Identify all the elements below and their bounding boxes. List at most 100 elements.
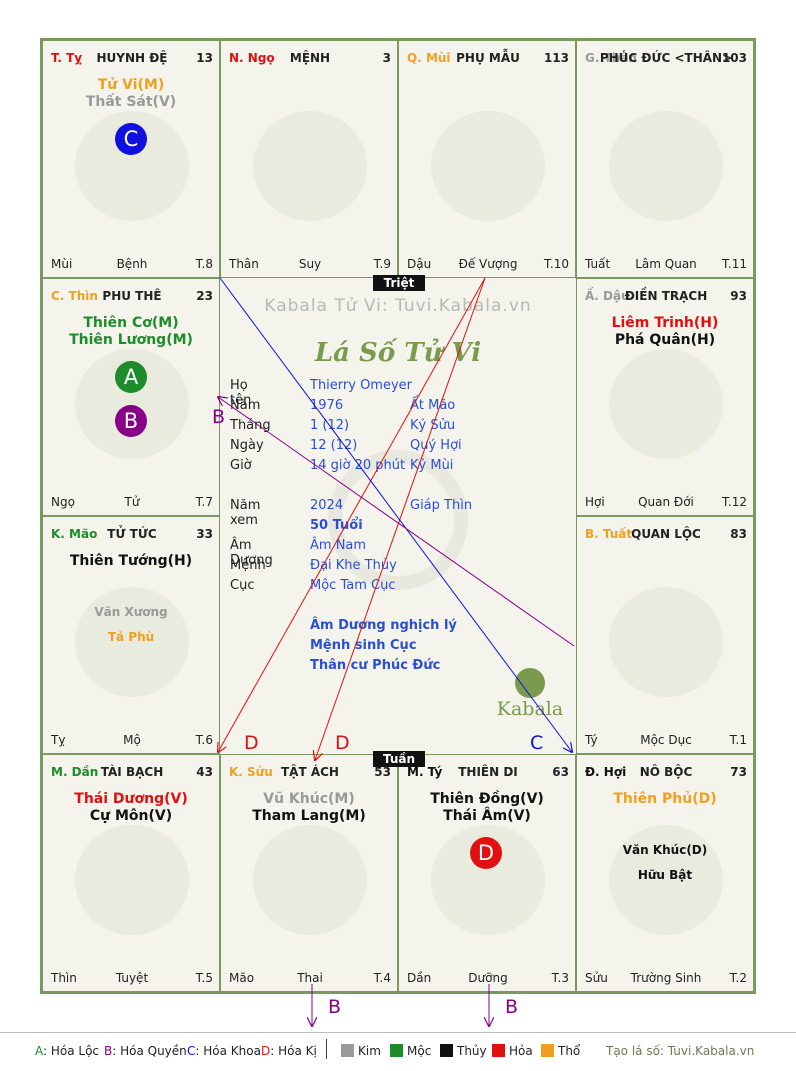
zodiac-animal-watermark — [609, 587, 723, 697]
palace-branch: N. Ngọ — [229, 51, 275, 65]
decade-branch: Mùi — [51, 257, 73, 271]
age-value: 50 Tuổi — [310, 518, 363, 533]
main-star: Phá Quân(H) — [614, 332, 716, 348]
hour-can-chi: Kỷ Mùi — [410, 458, 454, 473]
triet-tag: Triệt — [373, 275, 425, 291]
main-stars: Thiên Cơ(M)Thiên Lương(M) — [43, 315, 219, 349]
decade-branch: Dậu — [407, 257, 432, 271]
palace-branch: M. Dần — [51, 765, 99, 779]
logo-text: Kabala — [496, 698, 564, 720]
legend-b: B: Hóa Quyền — [104, 1044, 187, 1058]
zodiac-animal-watermark — [253, 111, 367, 221]
life-stage: Tử — [124, 495, 140, 509]
minor-star: Hữu Bật — [637, 868, 693, 882]
decade-branch: Tý — [585, 733, 598, 747]
month-marker: T.4 — [373, 971, 391, 985]
palace-name: QUAN LỘC — [631, 527, 701, 541]
month-marker: T.3 — [551, 971, 569, 985]
month-marker: T.9 — [373, 257, 391, 271]
life-stage: Thai — [297, 971, 323, 985]
palace-branch: G. Thân — [585, 51, 637, 65]
legend-divider — [326, 1039, 327, 1059]
month-marker: T.12 — [722, 495, 747, 509]
legend-c: C: Hóa Khoa — [187, 1044, 261, 1058]
month-marker: T.7 — [195, 495, 213, 509]
site-watermark-title: Kabala Tử Vi: Tuvi.Kabala.vn — [264, 296, 532, 316]
palace-branch: K. Mão — [51, 527, 98, 541]
kabala-logo: Kabala — [490, 668, 570, 728]
legend-d: D: Hóa Kị — [261, 1044, 317, 1058]
decade-branch: Tuất — [585, 257, 611, 271]
tree-icon — [515, 668, 545, 698]
name-value: Thierry Omeyer — [310, 378, 413, 393]
main-stars: Liêm Trinh(H)Phá Quân(H) — [577, 315, 753, 349]
legend-tho: Thổ — [541, 1044, 580, 1058]
month-marker: T.10 — [544, 257, 569, 271]
main-star: Tham Lang(M) — [252, 808, 366, 824]
palace-name: TẬT ÁCH — [281, 765, 339, 779]
legend-thuy: Thủy — [440, 1044, 487, 1058]
legend-a: A: Hóa Lộc — [35, 1044, 100, 1058]
zodiac-animal-watermark — [75, 587, 189, 697]
palace-branch: Q. Mùi — [407, 51, 451, 65]
main-stars: Thái Dương(V)Cự Môn(V) — [43, 791, 219, 825]
view-year-label: Năm xem — [230, 498, 261, 528]
life-stage: Mộc Dục — [640, 733, 692, 747]
palace-header: K. Mão TỬ TỨC 33 — [51, 527, 213, 543]
main-star: Thất Sát(V) — [85, 94, 177, 110]
palace-branch: T. Tỵ — [51, 51, 83, 65]
center-info-panel: Kabala Tử Vi: Tuvi.Kabala.vn Lá Số Tử Vi… — [220, 278, 576, 754]
palace-age: 33 — [196, 527, 213, 541]
palace-age: 53 — [374, 765, 391, 779]
palace-age: 23 — [196, 289, 213, 303]
zodiac-animal-watermark — [253, 825, 367, 935]
cuc-value: Mộc Tam Cục — [310, 578, 396, 593]
life-stage: Mộ — [123, 733, 141, 747]
palace-age: 103 — [721, 51, 747, 65]
zodiac-animal-watermark — [609, 111, 723, 221]
month-marker: T.6 — [195, 733, 213, 747]
main-star: Thiên Đồng(V) — [430, 791, 544, 807]
zodiac-animal-watermark — [609, 825, 723, 935]
menh-value: Đại Khe Thủy — [310, 558, 397, 573]
life-stage: Tuyệt — [115, 971, 149, 985]
palace-age: 63 — [552, 765, 569, 779]
palace-branch: C. Thìn — [51, 289, 98, 303]
palace-branch: Đ. Hợi — [585, 765, 627, 779]
main-stars: Thiên Phủ(D) — [577, 791, 753, 808]
palace-age: 93 — [730, 289, 747, 303]
palace-name: TỬ TỨC — [107, 527, 157, 541]
life-stage: Suy — [298, 257, 322, 271]
main-star: Tử Vi(M) — [97, 77, 165, 93]
palace-name: MỆNH — [289, 51, 331, 65]
arrow-label-d1: D — [244, 732, 259, 754]
arrow-label-c: C — [530, 732, 544, 754]
life-stage: Lâm Quan — [635, 257, 697, 271]
arrow-label-b-bottom2: B — [505, 996, 519, 1018]
main-stars: Vũ Khúc(M)Tham Lang(M) — [221, 791, 397, 825]
zodiac-animal-watermark — [431, 111, 545, 221]
legend-moc: Mộc — [390, 1044, 431, 1058]
